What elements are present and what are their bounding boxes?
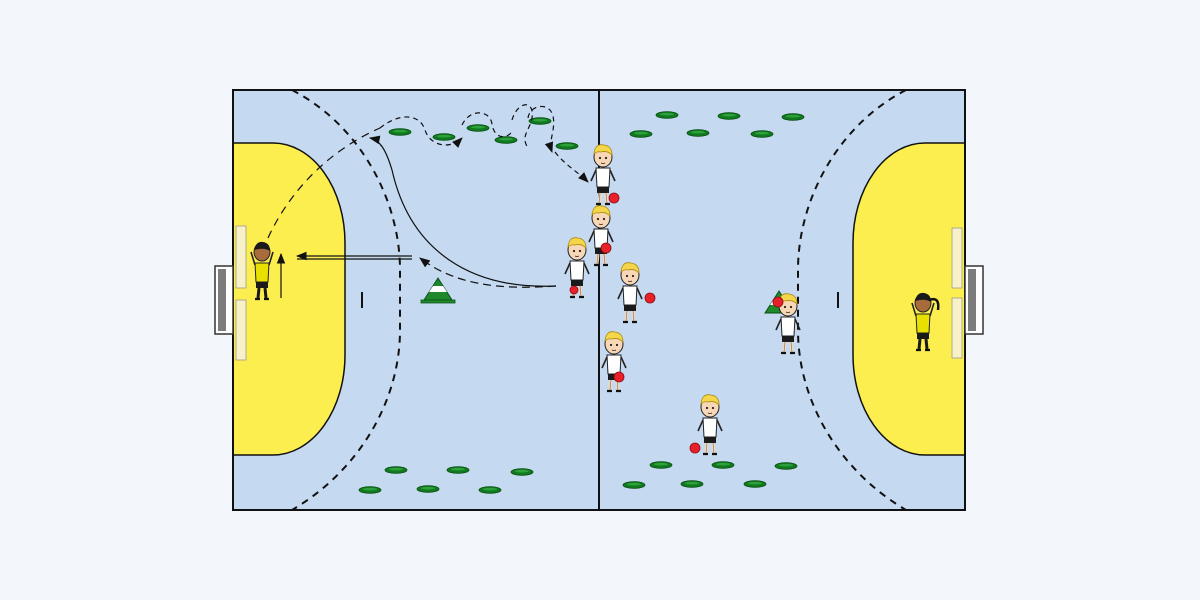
right-goal-net (951, 227, 963, 359)
right-free-throw-line (797, 90, 907, 510)
left-goal-net (235, 225, 247, 361)
right-goal-area (852, 142, 965, 456)
marker-disc-icon (655, 111, 679, 119)
marker-disc-icon (384, 466, 408, 474)
marker-disc-icon (629, 130, 653, 138)
marker-disc-icon (774, 462, 798, 470)
balls (569, 192, 784, 454)
ball-icon (689, 442, 701, 454)
marker-disc-icon (432, 133, 456, 141)
ball-icon (644, 292, 656, 304)
ball-icon (600, 242, 612, 254)
arrow-icon (267, 127, 381, 239)
left-goal-icon (214, 265, 234, 335)
right-goal-icon (964, 265, 984, 335)
arrow-icon (461, 112, 513, 138)
ball-icon (613, 371, 625, 383)
ball-icon (569, 285, 579, 295)
marker-disc-icon (711, 461, 735, 469)
marker-disc-icon (466, 124, 490, 132)
marker-disc-icon (358, 486, 382, 494)
marker-disc-icon (781, 113, 805, 121)
left-goal-area (233, 142, 346, 456)
arrow-icon (554, 151, 589, 183)
marker-disc-icon (750, 130, 774, 138)
ball-icon (772, 296, 784, 308)
marker-disc-icon (416, 485, 440, 493)
arrow-icon (368, 135, 557, 287)
marker-disc-icon (743, 480, 767, 488)
right-goalkeeper-icon (910, 291, 940, 352)
arrow-icon (511, 104, 554, 152)
left-free-throw-line (291, 90, 401, 510)
marker-disc-icon (446, 466, 470, 474)
marker-disc-icon (680, 480, 704, 488)
marker-disc-icon (478, 486, 502, 494)
marker-disc-icon (686, 129, 710, 137)
arrow-icon (419, 257, 557, 288)
arrow-icon (379, 116, 463, 148)
marker-disc-icon (388, 128, 412, 136)
marker-disc-icon (555, 142, 579, 150)
marker-disc-icon (510, 468, 534, 476)
marker-disc-icon (494, 136, 518, 144)
marker-disc-icon (649, 461, 673, 469)
marker-disc-icon (717, 112, 741, 120)
marker-disc-icon (622, 481, 646, 489)
run-paths (267, 104, 589, 298)
ball-icon (608, 192, 620, 204)
